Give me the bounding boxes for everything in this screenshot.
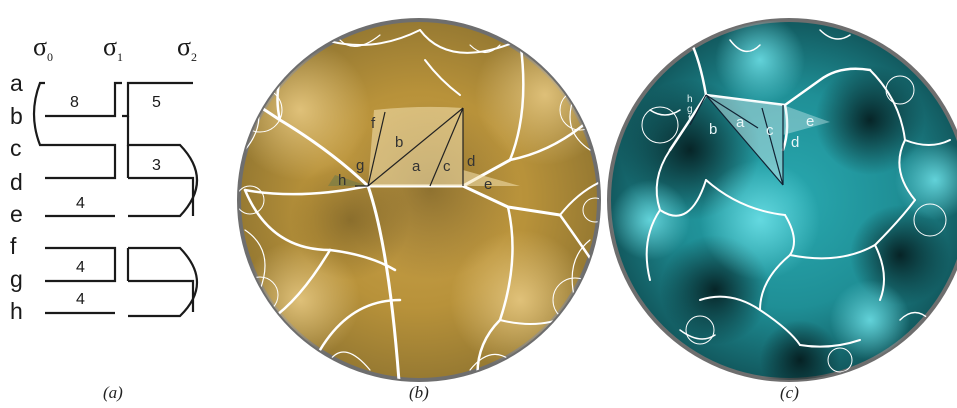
panel-a: σ0 σ1 σ2 a b c d e f g h xyxy=(10,32,199,324)
cycle-c-wire xyxy=(45,143,117,180)
label-c-h: h xyxy=(687,94,693,105)
label-c-g: g xyxy=(687,104,693,115)
label-c-b: b xyxy=(709,121,717,138)
sigma-0-header: σ0 xyxy=(33,32,53,64)
panel-b: f g h b a c d e xyxy=(237,18,601,382)
fundamental-domain-b: f g h b a c d e xyxy=(328,106,520,193)
cycle-g-right xyxy=(128,279,195,312)
row-labels: a b c d e f g h xyxy=(10,70,23,324)
sigma-headers: σ0 σ1 σ2 xyxy=(33,32,197,64)
permutation-wires xyxy=(32,81,199,318)
panel-c: h g f b a c d e xyxy=(607,18,957,382)
disc-c-mesh xyxy=(641,29,951,373)
cycle-3-wire xyxy=(128,176,195,216)
label-b-b: b xyxy=(395,134,403,151)
label-c-f: f xyxy=(688,114,691,125)
sigma2-arc-fh xyxy=(128,246,199,318)
captions: (a) (b) (c) xyxy=(103,383,799,402)
cycle-length-5: 5 xyxy=(152,94,161,111)
cycle-8-wire xyxy=(45,81,122,118)
cycle-length-3: 3 xyxy=(152,157,161,174)
row-label-h: h xyxy=(10,298,23,324)
disc-c-shading xyxy=(610,20,957,380)
row-label-c: c xyxy=(10,135,22,161)
cycle-length-8: 8 xyxy=(70,94,79,111)
cycle-lengths: 8 5 3 4 4 4 xyxy=(70,94,161,308)
cycle-5-top xyxy=(122,81,193,118)
row-label-f: f xyxy=(10,233,17,259)
caption-b: (b) xyxy=(409,383,429,402)
row-label-a: a xyxy=(10,70,23,96)
label-b-g: g xyxy=(356,157,364,174)
cycle-length-4-e: 4 xyxy=(76,195,85,212)
caption-c: (c) xyxy=(780,383,799,402)
label-b-a: a xyxy=(412,158,421,175)
label-c-a: a xyxy=(736,114,745,131)
fundamental-domain-c: h g f b a c d e xyxy=(687,94,830,186)
cycle-fg-wire xyxy=(45,246,117,283)
label-b-d: d xyxy=(467,153,475,170)
cycle-length-4-g: 4 xyxy=(76,259,85,276)
row-label-e: e xyxy=(10,201,23,227)
sigma2-arc-bh xyxy=(126,116,199,218)
sigma-2-header: σ2 xyxy=(177,32,197,64)
cycle-length-4-h: 4 xyxy=(76,291,85,308)
caption-a: (a) xyxy=(103,383,123,402)
label-c-d: d xyxy=(791,134,799,151)
label-b-c: c xyxy=(443,158,451,175)
sigma-1-header: σ1 xyxy=(103,32,123,64)
row-label-b: b xyxy=(10,103,23,129)
row-label-g: g xyxy=(10,266,23,292)
row-label-d: d xyxy=(10,169,23,195)
sigma0-arc-ac xyxy=(32,81,45,147)
label-b-f: f xyxy=(371,115,376,132)
label-c-c: c xyxy=(766,122,774,139)
label-b-e: e xyxy=(484,176,492,193)
label-b-h: h xyxy=(338,172,346,189)
label-c-e: e xyxy=(806,113,814,130)
